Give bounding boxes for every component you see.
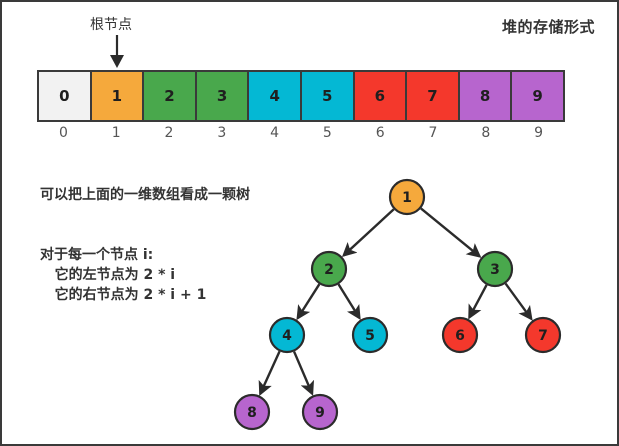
array-cell: 9 [512,72,563,120]
tree-node: 7 [524,316,562,354]
array-index-label: 6 [375,125,385,141]
array-index-label: 4 [270,125,280,141]
tree-edge [420,207,482,258]
tree-node-circle [476,250,514,288]
tree-node-circle [351,316,389,354]
tree-node: 5 [351,316,389,354]
tree-node-circle [233,393,271,431]
note-line: 它的右节点为 2 * i + 1 [40,287,207,303]
tree-node-circle [268,316,306,354]
tree-node-label: 8 [247,405,257,421]
tree-node-circle [441,316,479,354]
tree-edge [504,282,533,321]
tree-edge [292,351,315,396]
tree-node-label: 2 [324,262,334,278]
tree-node-circle [524,316,562,354]
array-index-row: 0 1 2 3 4 5 6 7 8 9 [37,125,565,145]
tree-node-label: 5 [365,328,375,344]
tree-edge [468,284,488,320]
tree-node-circle [301,393,339,431]
array-cell: 5 [301,72,355,120]
array-index-label: 9 [534,125,544,141]
tree-node-label: 7 [538,328,548,344]
tree-node-circle [310,250,348,288]
array-cell: 6 [354,72,408,120]
tree-node: 4 [268,316,306,354]
tree-node-label: 3 [490,262,500,278]
tree-node: 8 [233,393,271,431]
tree-node-circle [388,178,426,216]
array-cell: 3 [196,72,250,120]
array-index-label: 7 [428,125,438,141]
tree-node: 1 [388,178,426,216]
tree-node: 2 [310,250,348,288]
tree-edge [341,208,395,258]
array-cell: 7 [407,72,460,120]
array-index-label: 0 [58,125,68,141]
tree-node: 9 [301,393,339,431]
array-index-label: 2 [164,125,174,141]
array-cell: 0 [39,72,92,120]
tree-node: 6 [441,316,479,354]
array-cell: 2 [144,72,197,120]
tree-node-label: 1 [402,190,412,206]
root-node-callout-label: 根节点 [90,17,132,33]
array-cell: 8 [459,72,513,120]
array-cell: 4 [249,72,302,120]
tree-edge [337,283,361,321]
array-cell: 1 [91,72,145,120]
tree-node-label: 4 [282,328,292,344]
array-index-label: 8 [481,125,491,141]
tree-node: 3 [476,250,514,288]
tree-node-label: 6 [455,328,465,344]
down-arrow-icon [110,35,124,68]
note-line: 它的左节点为 2 * i [40,267,176,283]
tree-node-label: 9 [315,405,325,421]
array-index-label: 1 [111,125,121,141]
array-index-label: 5 [322,125,332,141]
page-title: 堆的存储形式 [501,18,595,36]
tree-edge [258,350,281,396]
tree-edge [296,283,321,321]
tree-edges [258,207,533,396]
note-heading: 可以把上面的一维数组看成一颗树 [40,187,250,203]
array-index-label: 3 [217,125,227,141]
note-lines: 对于每一个节点 i: 它的左节点为 2 * i 它的右节点为 2 * i + 1 [40,245,206,305]
tree-nodes: 1 2 3 4 5 6 7 8 9 [233,178,562,431]
note-line: 对于每一个节点 i: [40,247,154,263]
